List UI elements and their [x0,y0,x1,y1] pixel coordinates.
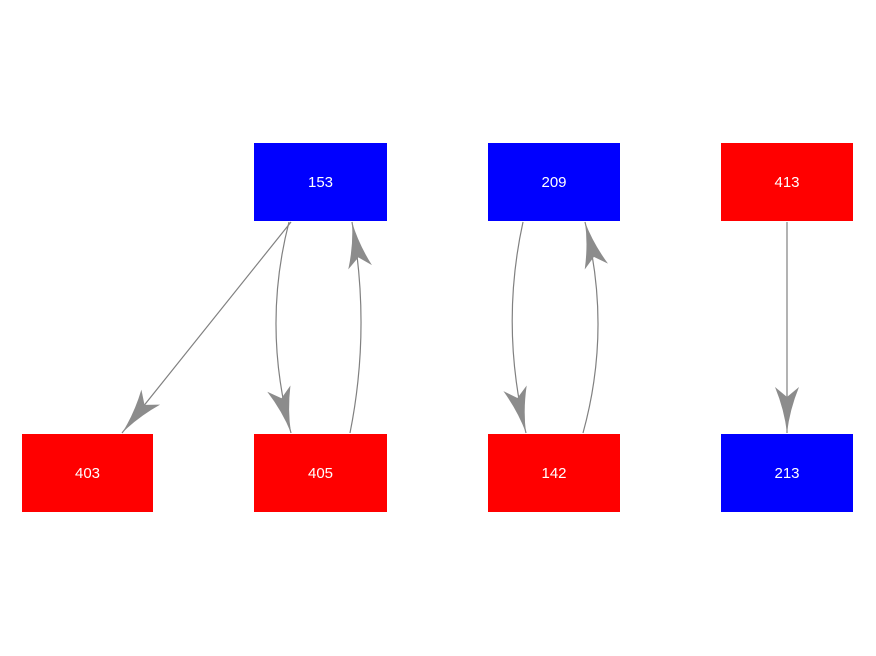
node-405: 405 [254,434,387,512]
node-142: 142 [488,434,620,512]
node-403-box [22,434,153,512]
edge-413-to-213 [775,222,799,433]
node-142-label: 142 [541,465,566,482]
edge-153-to-403 [121,221,292,434]
edges-layer [121,221,799,434]
edge-153-to-405 [267,221,292,434]
node-403-label: 403 [75,465,100,482]
node-403: 403 [22,434,153,512]
node-153: 153 [254,143,387,221]
arrowhead-icon [584,222,608,270]
node-213-label: 213 [774,465,799,482]
arrowhead-icon [775,387,799,433]
node-209-box [488,143,620,221]
arrowhead-icon [267,385,291,433]
node-142-box [488,434,620,512]
edge-line-153-403 [121,221,292,434]
arrowhead-icon [348,222,372,270]
node-213-box [721,434,853,512]
edge-142-to-209 [582,221,608,434]
node-209: 209 [488,143,620,221]
edge-209-to-142 [503,221,527,434]
node-153-label: 153 [308,174,333,191]
node-405-label: 405 [308,465,333,482]
arrowhead-icon [122,389,161,433]
node-209-label: 209 [541,174,566,191]
node-213: 213 [721,434,853,512]
node-413-label: 413 [774,174,799,191]
nodes-layer: 153 209 413 403 405 142 213 [22,143,853,512]
node-413: 413 [721,143,853,221]
node-413-box [721,143,853,221]
node-405-box [254,434,387,512]
arrowhead-icon [503,385,527,433]
node-153-box [254,143,387,221]
edge-405-to-153 [348,221,372,434]
